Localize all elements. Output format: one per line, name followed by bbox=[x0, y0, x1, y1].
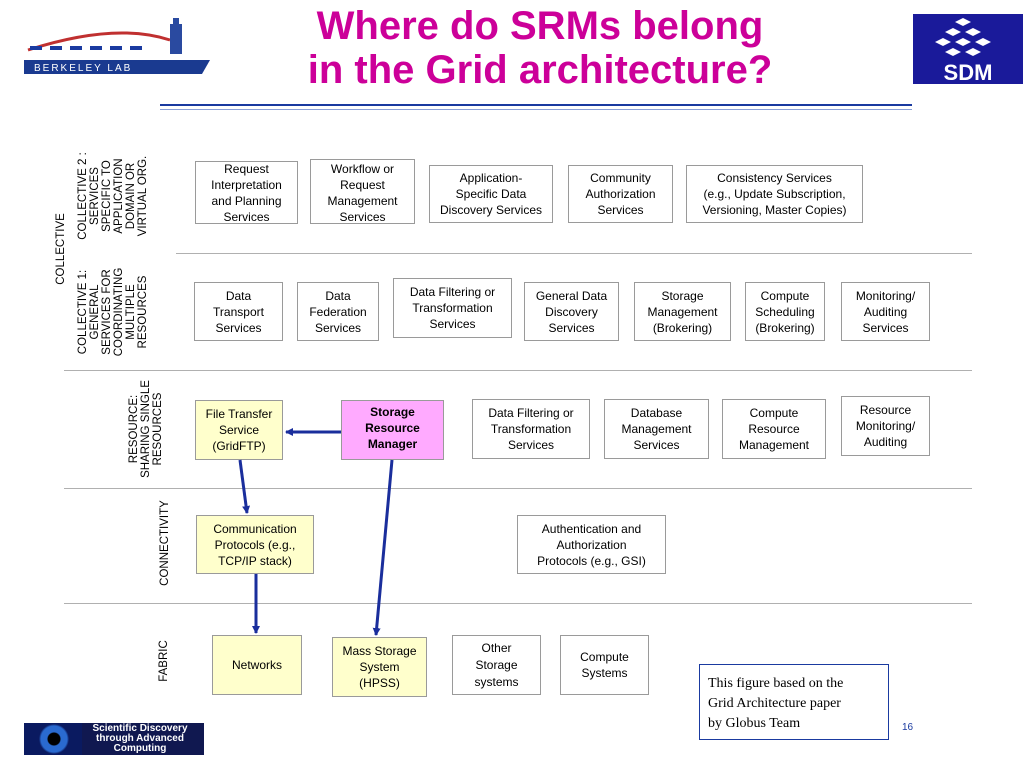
scidac-line-1: Scientific Discovery bbox=[92, 723, 188, 734]
other-storage-label: Other Storage systems bbox=[474, 640, 519, 689]
title-line-1: Where do SRMs belong bbox=[316, 4, 764, 48]
storage-management-box: Storage Management (Brokering) bbox=[634, 282, 731, 341]
communication-protocols-label: Communication Protocols (e.g., TCP/IP st… bbox=[213, 521, 297, 568]
resource-monitoring-box: Resource Monitoring/ Auditing bbox=[841, 396, 930, 456]
resource-data-filtering-box: Data Filtering or Transformation Service… bbox=[472, 399, 590, 459]
storage-management-label: Storage Management (Brokering) bbox=[647, 288, 718, 335]
berkeley-lab-caption: BERKELEY LAB bbox=[34, 63, 132, 74]
storage-resource-manager-label: Storage Resource Manager bbox=[365, 405, 420, 451]
sdm-logo-graphic: SDM bbox=[935, 18, 993, 85]
attribution-note: This figure based on the Grid Architectu… bbox=[699, 664, 889, 740]
authentication-protocols-box: Authentication and Authorization Protoco… bbox=[517, 515, 666, 574]
consistency-services-box: Consistency Services (e.g., Update Subsc… bbox=[686, 165, 863, 223]
networks-label: Networks bbox=[231, 658, 282, 672]
collective-data-filtering-label: Data Filtering or Transformation Service… bbox=[409, 285, 496, 331]
compute-resource-management-label: Compute Resource Management bbox=[738, 406, 810, 452]
berkeley-lab-logo-graphic: BERKELEY LAB bbox=[24, 18, 210, 74]
request-interpretation-label: Request Interpretation and Planning Serv… bbox=[211, 161, 282, 224]
monitoring-auditing-services-box: Monitoring/ Auditing Services bbox=[841, 282, 930, 341]
data-federation-box: Data Federation Services bbox=[297, 282, 379, 341]
scidac-line-3: Computing bbox=[113, 743, 167, 754]
monitoring-auditing-services-label: Monitoring/ Auditing Services bbox=[855, 288, 916, 335]
database-management-label: Database Management Services bbox=[621, 406, 692, 452]
separator-resource-connectivity bbox=[64, 488, 972, 489]
compute-resource-management-box: Compute Resource Management bbox=[722, 399, 826, 459]
sdm-caption: SDM bbox=[944, 60, 993, 84]
data-federation-label: Data Federation Services bbox=[309, 288, 367, 335]
networks-box: Networks bbox=[212, 635, 302, 695]
scidac-line-2: through Advanced bbox=[96, 733, 184, 744]
separator-collective bbox=[176, 253, 972, 254]
mass-storage-system-box: Mass Storage System (HPSS) bbox=[332, 637, 427, 697]
workflow-management-box: Workflow or Request Management Services bbox=[310, 159, 415, 224]
workflow-management-label: Workflow or Request Management Services bbox=[327, 162, 398, 224]
file-transfer-service-label: File Transfer Service (GridFTP) bbox=[205, 407, 273, 453]
compute-scheduling-box: Compute Scheduling (Brokering) bbox=[745, 282, 825, 341]
general-data-discovery-label: General Data Discovery Services bbox=[535, 288, 608, 335]
compute-systems-label: Compute Systems bbox=[580, 650, 629, 680]
eye-graphic bbox=[24, 723, 82, 755]
page-number: 16 bbox=[902, 722, 914, 733]
database-management-box: Database Management Services bbox=[604, 399, 709, 459]
separator-connectivity-fabric bbox=[64, 603, 972, 604]
sdm-logo: SDM bbox=[913, 14, 1023, 85]
arrow-srm-to-mass-storage bbox=[372, 459, 394, 636]
compute-systems-box: Compute Systems bbox=[560, 635, 649, 695]
community-authorization-label: Community Authorization Services bbox=[585, 171, 656, 217]
collective-data-filtering-box: Data Filtering or Transformation Service… bbox=[393, 278, 512, 338]
title-line-2: in the Grid architecture? bbox=[307, 48, 773, 92]
application-data-discovery-label: Application- Specific Data Discovery Ser… bbox=[439, 171, 543, 217]
storage-resource-manager-box: Storage Resource Manager bbox=[341, 400, 444, 460]
general-data-discovery-box: General Data Discovery Services bbox=[524, 282, 619, 341]
compute-scheduling-label: Compute Scheduling (Brokering) bbox=[755, 288, 815, 335]
berkeley-lab-logo: BERKELEY LAB bbox=[20, 10, 215, 82]
arrow-file-transfer-to-communication bbox=[238, 459, 251, 514]
data-transport-label: Data Transport Services bbox=[213, 288, 264, 335]
consistency-services-label: Consistency Services (e.g., Update Subsc… bbox=[702, 171, 847, 217]
title-divider-thin bbox=[160, 109, 912, 110]
mass-storage-system-label: Mass Storage System (HPSS) bbox=[342, 644, 417, 690]
application-data-discovery-box: Application- Specific Data Discovery Ser… bbox=[429, 165, 553, 223]
resource-data-filtering-label: Data Filtering or Transformation Service… bbox=[488, 406, 574, 452]
separator-collective-resource bbox=[64, 370, 972, 371]
communication-protocols-box: Communication Protocols (e.g., TCP/IP st… bbox=[196, 515, 314, 574]
request-interpretation-box: Request Interpretation and Planning Serv… bbox=[195, 161, 298, 224]
resource-monitoring-label: Resource Monitoring/ Auditing bbox=[855, 403, 916, 449]
community-authorization-box: Community Authorization Services bbox=[568, 165, 673, 223]
data-transport-box: Data Transport Services bbox=[194, 282, 283, 341]
other-storage-box: Other Storage systems bbox=[452, 635, 541, 695]
file-transfer-service-box: File Transfer Service (GridFTP) bbox=[195, 400, 283, 460]
scidac-logo: Scientific Discovery through Advanced Co… bbox=[24, 723, 204, 755]
title-divider bbox=[160, 104, 912, 106]
authentication-protocols-label: Authentication and Authorization Protoco… bbox=[537, 521, 646, 568]
slide-title: Where do SRMs belong in the Grid archite… bbox=[200, 4, 880, 92]
